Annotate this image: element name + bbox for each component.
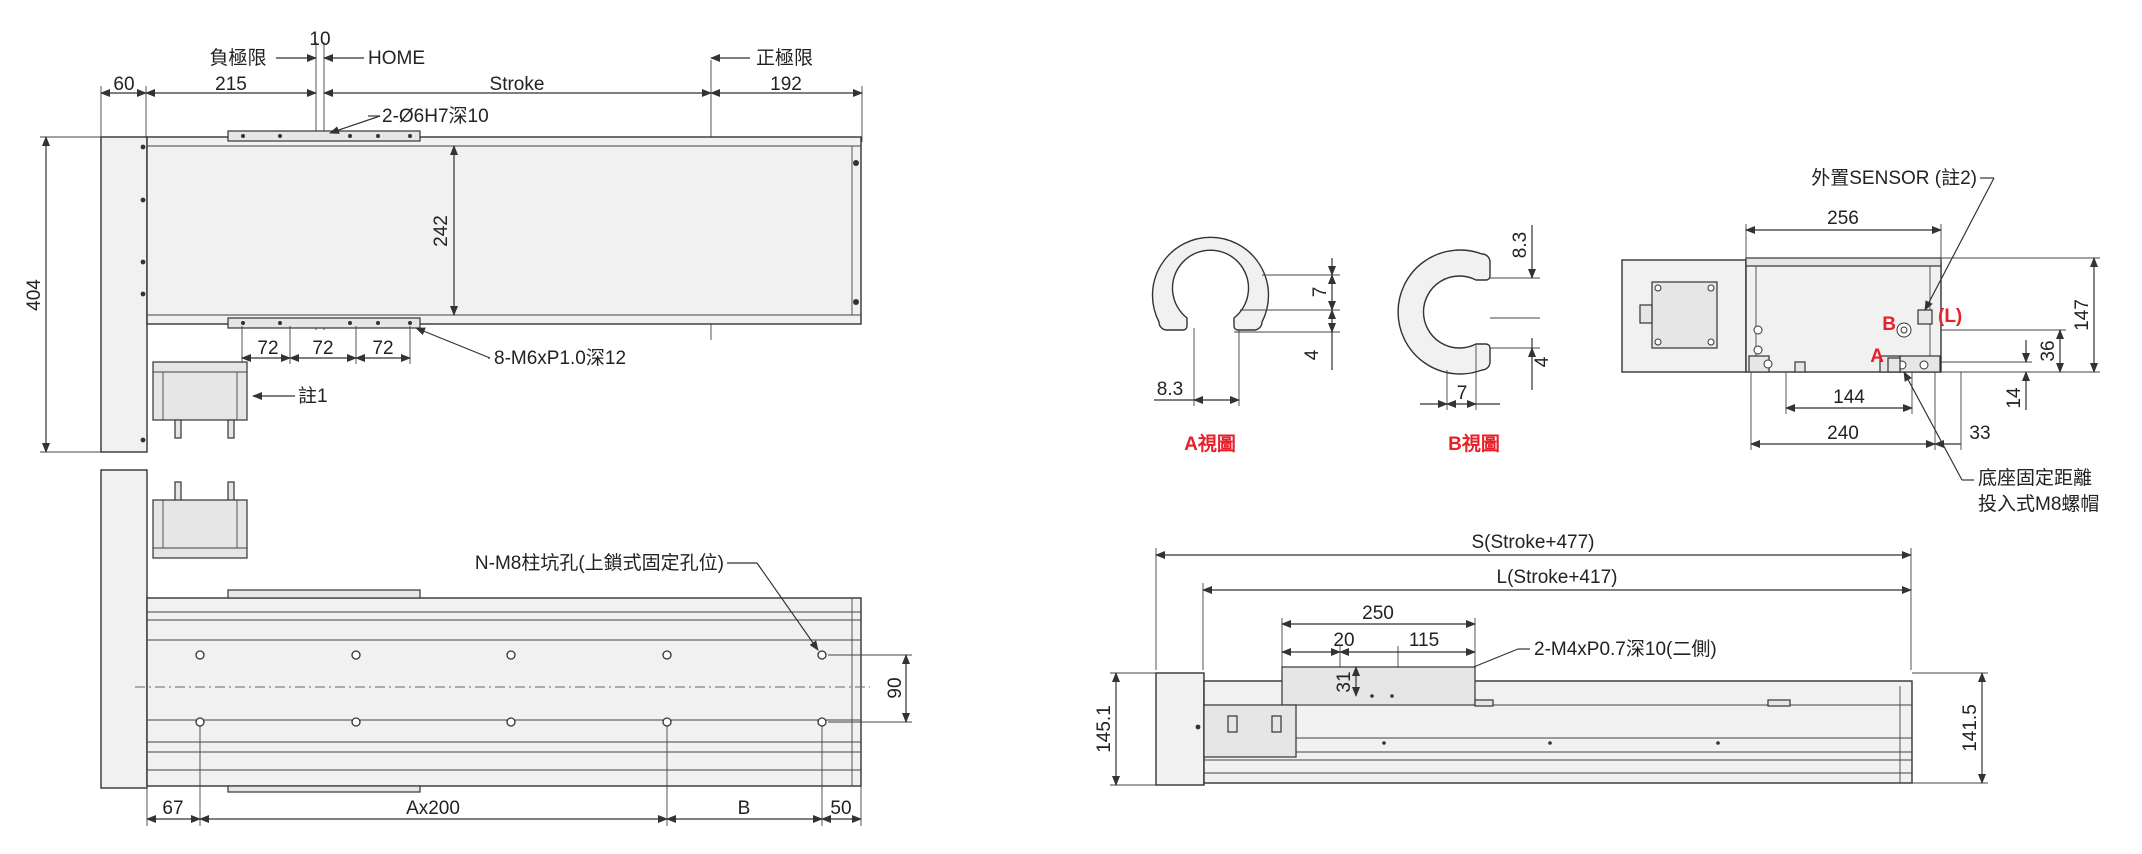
dim-256: 256: [1827, 208, 1859, 229]
end-plate-bottom: [100, 469, 148, 789]
dim-240: 240: [1827, 423, 1859, 444]
dim-72-a: 72: [257, 338, 278, 359]
note1-label: 註1: [298, 385, 328, 407]
dim-242: 242: [431, 215, 452, 247]
view-a: 8.3 7 4 A視圖: [1151, 236, 1340, 455]
view-b-dim-8-3: 8.3: [1510, 232, 1531, 258]
dim-home-10: 10: [309, 29, 330, 50]
motor-top: [152, 361, 248, 421]
dim-147: 147: [2072, 299, 2093, 331]
dim-b: B: [738, 798, 751, 819]
view-b: 8.3 4 7 B視圖: [1397, 225, 1553, 455]
side-view: S(Stroke+477) L(Stroke+417) 250 20 115 2…: [1094, 532, 1988, 786]
side-view-motor-plate: [1155, 672, 1205, 786]
tap-hole-callout: 8-M6xP1.0深12: [494, 347, 626, 369]
sensor-callout: 外置SENSOR (註2): [1811, 167, 1977, 189]
dim-14: 14: [2004, 387, 2025, 409]
dim-72-b: 72: [312, 338, 333, 359]
end-view-a-marker: A: [1870, 346, 1884, 367]
dim-33: 33: [1969, 423, 1990, 444]
dim-36: 36: [2038, 340, 2059, 361]
side-view-carriage: [1281, 666, 1476, 706]
dim-60: 60: [113, 74, 134, 95]
dim-250: 250: [1362, 603, 1394, 624]
dim-67: 67: [162, 798, 183, 819]
end-view-l-marker: (L): [1938, 306, 1962, 327]
actuator-body-top: [146, 136, 862, 325]
pin-hole-callout: 2-Ø6H7深10: [382, 105, 489, 127]
dim-192: 192: [770, 74, 802, 95]
dim-72-c: 72: [372, 338, 393, 359]
dim-144: 144: [1833, 387, 1865, 408]
view-b-dim-4: 4: [1532, 356, 1553, 367]
profile-a: [1151, 236, 1270, 331]
view-a-dim-8-3: 8.3: [1157, 379, 1183, 400]
neg-limit-label: 負極限: [209, 47, 266, 69]
top-view: 60 215 Stroke 192 負極限 10 HOME 正極限: [24, 29, 863, 453]
view-a-label: A視圖: [1184, 432, 1236, 455]
end-view: 外置SENSOR (註2) 256 147 36 14 B A (L) 144: [1621, 167, 2100, 515]
base-note-line1: 底座固定距離: [1978, 467, 2092, 489]
dim-ax200: Ax200: [406, 798, 460, 819]
dim-31: 31: [1334, 671, 1355, 692]
dim-90: 90: [885, 677, 906, 698]
end-plate: [100, 136, 148, 453]
home-label: HOME: [368, 48, 425, 69]
view-b-label: B視圖: [1448, 432, 1500, 455]
dim-stroke: Stroke: [490, 74, 545, 95]
dim-404: 404: [24, 279, 45, 311]
motor-bottom: [152, 499, 248, 559]
end-view-body: [1745, 261, 1942, 373]
actuator-body-bottom: [146, 597, 862, 787]
bottom-view: N-M8柱坑孔(上鎖式固定孔位) 90 67 Ax200 B 50: [100, 469, 912, 826]
dim-20: 20: [1333, 630, 1354, 651]
dim-s-length: S(Stroke+477): [1471, 532, 1594, 553]
base-note-line2: 投入式M8螺帽: [1978, 493, 2099, 515]
view-a-dim-7: 7: [1310, 287, 1331, 298]
dim-115: 115: [1409, 630, 1439, 651]
pos-limit-label: 正極限: [756, 47, 813, 69]
dim-145-1: 145.1: [1094, 705, 1115, 753]
view-b-dim-7: 7: [1457, 383, 1468, 404]
view-a-dim-4: 4: [1302, 349, 1323, 360]
end-view-b-marker: B: [1882, 314, 1896, 335]
mount-hole-callout: N-M8柱坑孔(上鎖式固定孔位): [475, 552, 724, 574]
dim-l-length: L(Stroke+417): [1497, 567, 1618, 588]
side-tap-callout: 2-M4xP0.7深10(二側): [1534, 638, 1717, 660]
dim-215: 215: [215, 74, 247, 95]
dim-141-5: 141.5: [1960, 704, 1981, 752]
dim-50: 50: [830, 798, 851, 819]
profile-b: [1397, 249, 1491, 375]
